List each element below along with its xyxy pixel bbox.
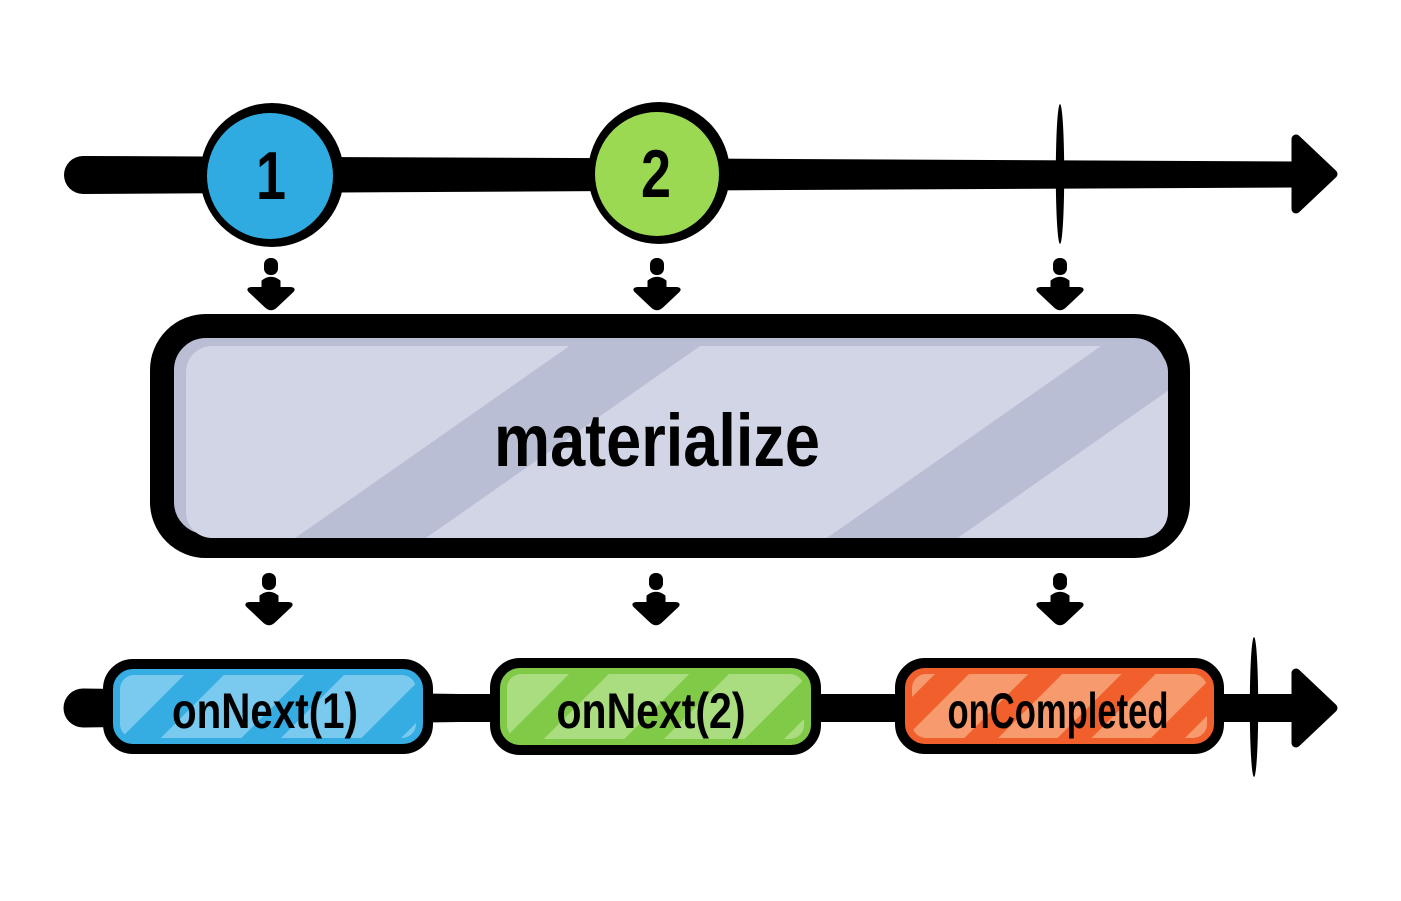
svg-text:materialize: materialize [494, 399, 820, 482]
svg-text:onNext(2): onNext(2) [557, 683, 746, 739]
svg-text:onCompleted: onCompleted [948, 683, 1169, 739]
svg-text:2: 2 [641, 136, 671, 212]
svg-text:1: 1 [256, 138, 286, 214]
svg-text:onNext(1): onNext(1) [172, 683, 358, 739]
